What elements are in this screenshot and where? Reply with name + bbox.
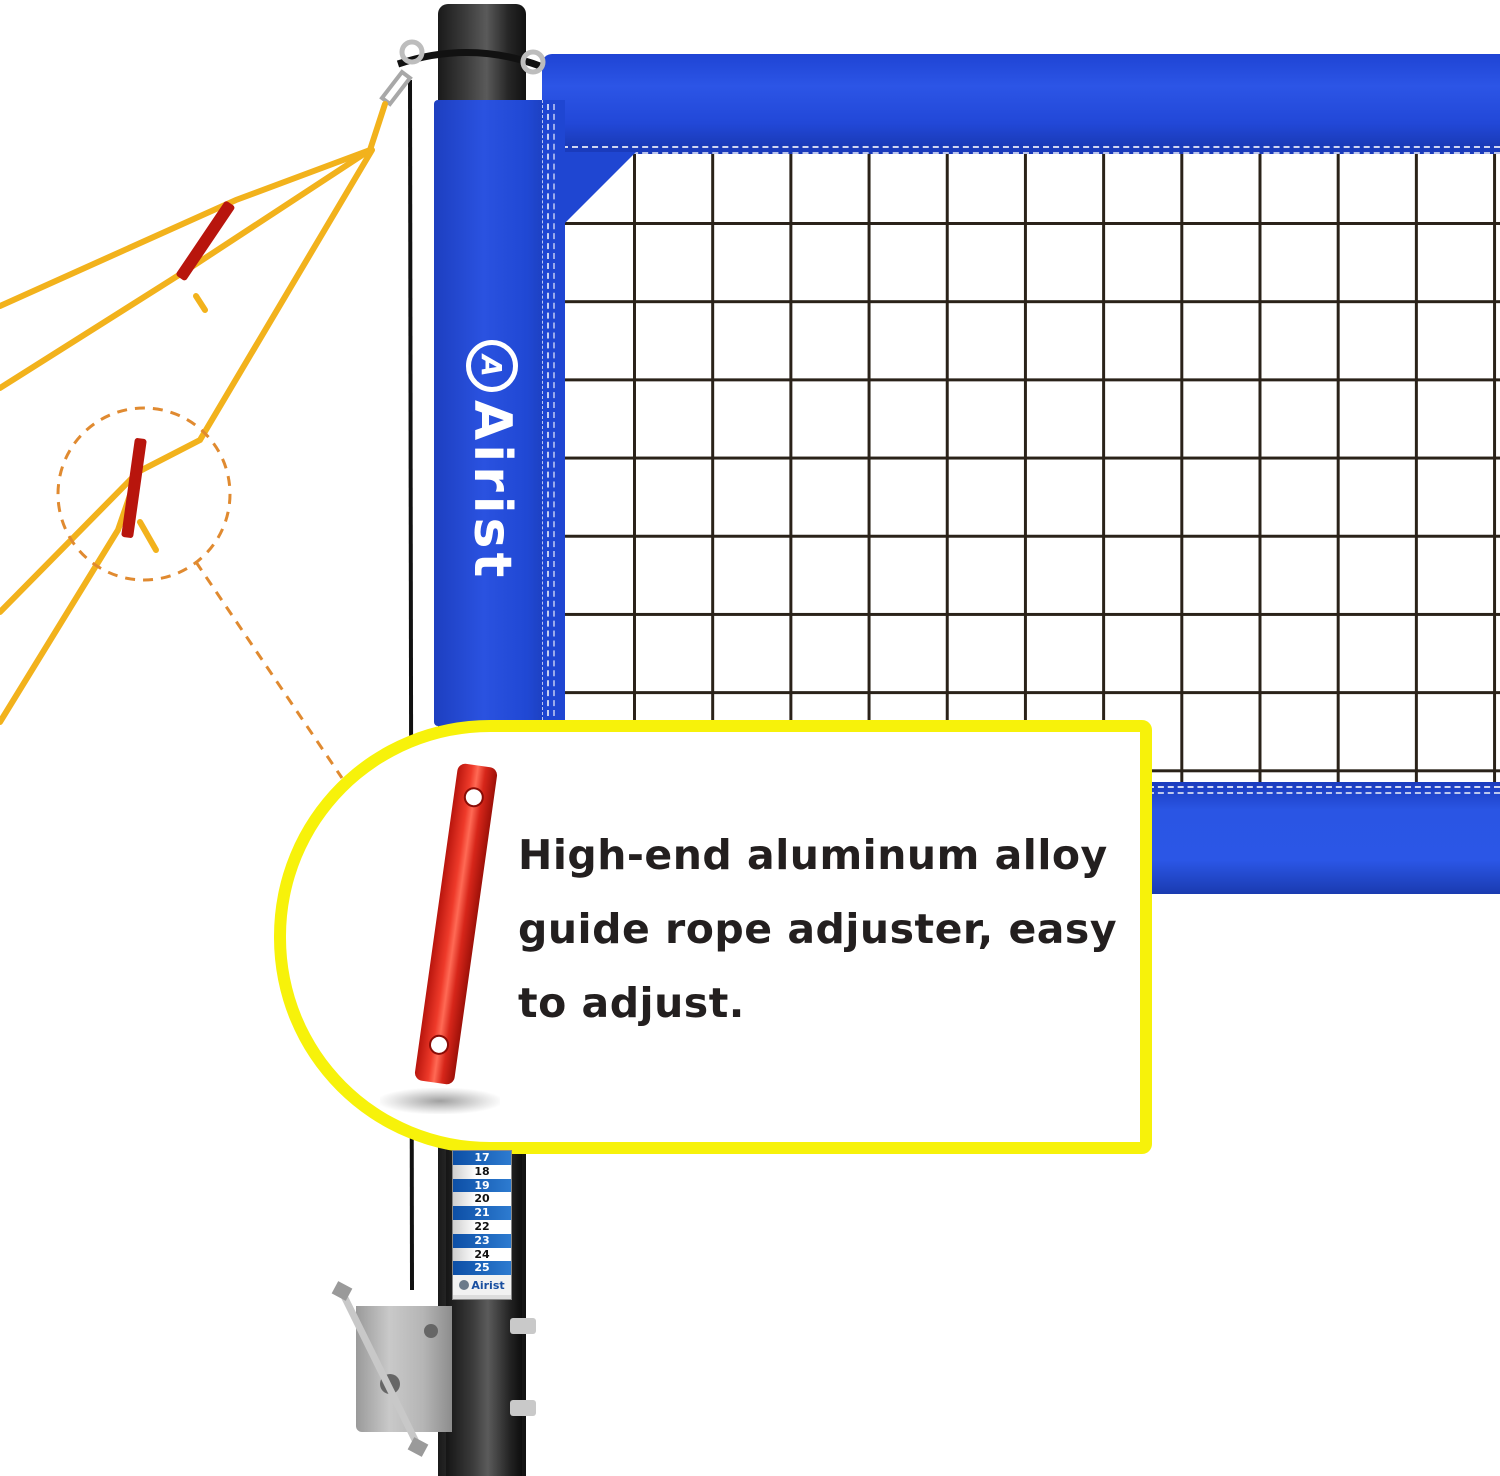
hex-nut-icon — [407, 1437, 429, 1457]
carabiner-icon — [379, 69, 413, 107]
airist-mini-logo-icon — [459, 1280, 470, 1291]
net-corner-reinforcement — [556, 152, 636, 232]
rope-adjuster-lower-icon — [121, 438, 147, 538]
scale-mark: 20 — [453, 1192, 511, 1207]
height-scale-sticker: 17 18 19 20 21 22 23 24 25 Airist — [452, 1150, 512, 1300]
bolt-icon — [510, 1400, 536, 1416]
callout-line-2: guide rope adjuster, easy — [518, 905, 1118, 953]
scale-brand-text: Airist — [471, 1278, 505, 1292]
callout-text: High-end aluminum alloy guide rope adjus… — [518, 818, 1138, 1040]
hex-nut-icon — [331, 1281, 353, 1301]
callout-line-1: High-end aluminum alloy — [518, 831, 1108, 879]
net-mesh — [562, 154, 1500, 784]
sleeve-brand: Airist — [462, 340, 522, 640]
scale-mark: 17 — [453, 1151, 511, 1165]
net-bottom-band — [1148, 782, 1500, 894]
scale-mark: 24 — [453, 1247, 511, 1262]
eye-ring-left-icon — [399, 39, 425, 65]
top-band-stitching — [562, 146, 1500, 154]
bottom-band-stitching — [1148, 786, 1500, 794]
rope-adjuster-upper-icon — [176, 201, 235, 281]
net-top-band — [542, 54, 1500, 146]
sleeve-brand-text: Airist — [462, 400, 522, 582]
scale-mark: 22 — [453, 1219, 511, 1234]
eye-ring-right-icon — [520, 49, 546, 75]
scale-mark: 19 — [453, 1178, 511, 1193]
bolt-icon — [510, 1318, 536, 1334]
dashed-highlight-circle-icon — [56, 406, 232, 582]
adjuster-hole-bottom — [427, 1033, 451, 1057]
pole-sleeve — [434, 100, 558, 726]
bracket-hole — [424, 1324, 438, 1338]
scale-brand: Airist — [453, 1275, 511, 1296]
threaded-rod — [338, 1290, 424, 1452]
callout-leader-line — [194, 561, 344, 779]
callout-bubble — [274, 720, 1152, 1154]
scale-mark: 18 — [453, 1164, 511, 1179]
adjuster-shadow — [380, 1088, 500, 1114]
adjuster-hole-top — [462, 785, 486, 809]
callout-line-3: to adjust. — [518, 979, 745, 1027]
sleeve-stitching — [547, 104, 555, 716]
scale-mark: 21 — [453, 1206, 511, 1220]
scale-mark: 25 — [453, 1261, 511, 1276]
bracket-bolt — [331, 1281, 429, 1457]
scale-mark: 23 — [453, 1233, 511, 1248]
pole-bolts — [510, 1318, 536, 1416]
